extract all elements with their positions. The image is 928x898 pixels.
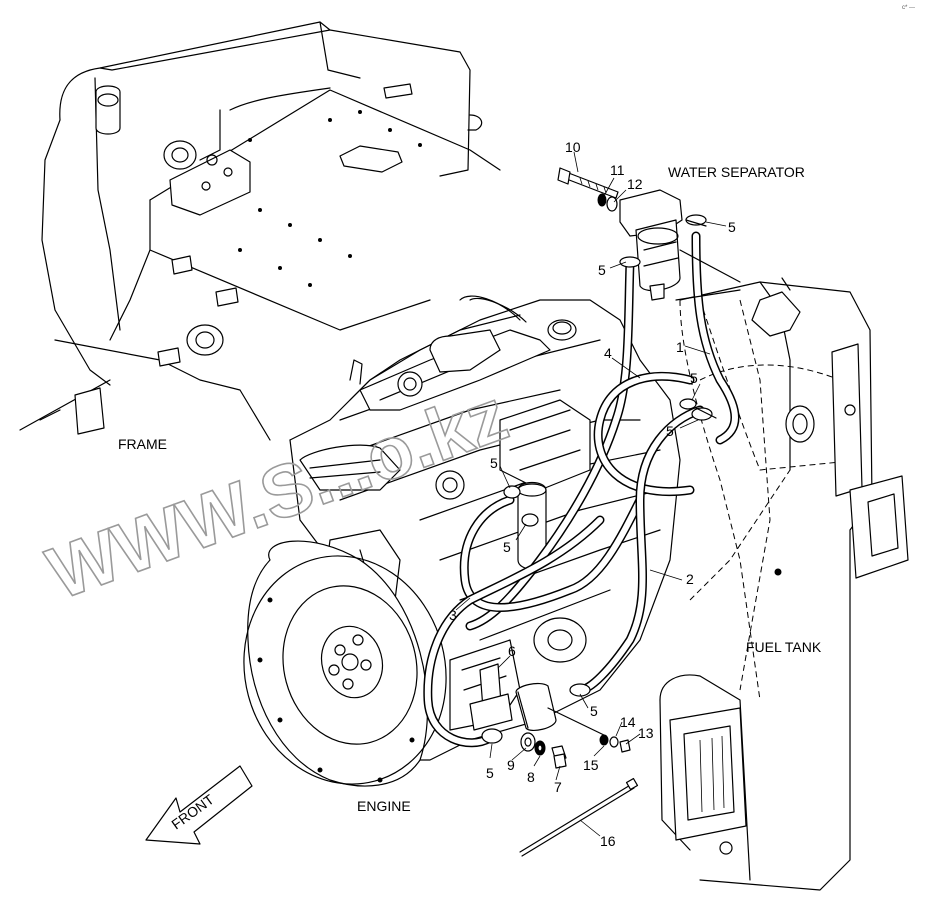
frame-holes	[238, 110, 422, 287]
callout-13: 13	[638, 725, 654, 741]
callout-11: 11	[610, 162, 625, 178]
filter-bracket-assembly	[469, 663, 639, 857]
callout-8: 8	[527, 769, 535, 785]
callout-5-tank-lower: 5	[666, 423, 674, 439]
callout-9: 9	[507, 757, 515, 773]
frame-structure	[19, 21, 501, 441]
callout-5-separator-right: 5	[728, 219, 736, 235]
hose-clamps	[481, 398, 717, 744]
callout-5-separator-left: 5	[598, 262, 606, 278]
water-separator-assembly	[557, 167, 741, 301]
leader-lines	[455, 151, 727, 837]
fuel-tank-label: FUEL TANK	[746, 639, 822, 655]
callout-5-engine-top: 5	[490, 455, 498, 471]
fuel-hoses	[423, 231, 740, 748]
callout-5-lower-right: 5	[590, 703, 598, 719]
water-separator-label: WATER SEPARATOR	[668, 164, 805, 180]
callout-12: 12	[627, 176, 643, 192]
callout-16: 16	[600, 833, 616, 849]
callout-1: 1	[676, 339, 684, 355]
callout-5-filter: 5	[503, 539, 511, 555]
callout-4: 4	[604, 345, 612, 361]
callout-7: 7	[554, 779, 562, 795]
callout-2: 2	[686, 571, 694, 587]
callout-5-lower-left: 5	[486, 765, 494, 781]
callout-5-tank-upper: 5	[690, 370, 698, 386]
front-direction-arrow: FRONT	[145, 765, 253, 845]
frame-label: FRAME	[118, 436, 167, 452]
callout-14: 14	[620, 714, 636, 730]
callout-3: 3	[449, 607, 457, 623]
fuel-tank	[659, 277, 909, 891]
engine-block	[243, 295, 681, 787]
engine-label: ENGINE	[357, 798, 411, 814]
callout-6: 6	[508, 643, 516, 659]
section-labels: WATER SEPARATOR FRAME FUEL TANK ENGINE c…	[118, 5, 915, 814]
callout-numbers: 10 11 12 5 5 1 4 5 5 5 5 2 3 6 5 14 13 5…	[449, 139, 736, 849]
callout-10: 10	[565, 139, 581, 155]
callout-15: 15	[583, 757, 599, 773]
corner-mark: c* ---	[902, 5, 915, 11]
